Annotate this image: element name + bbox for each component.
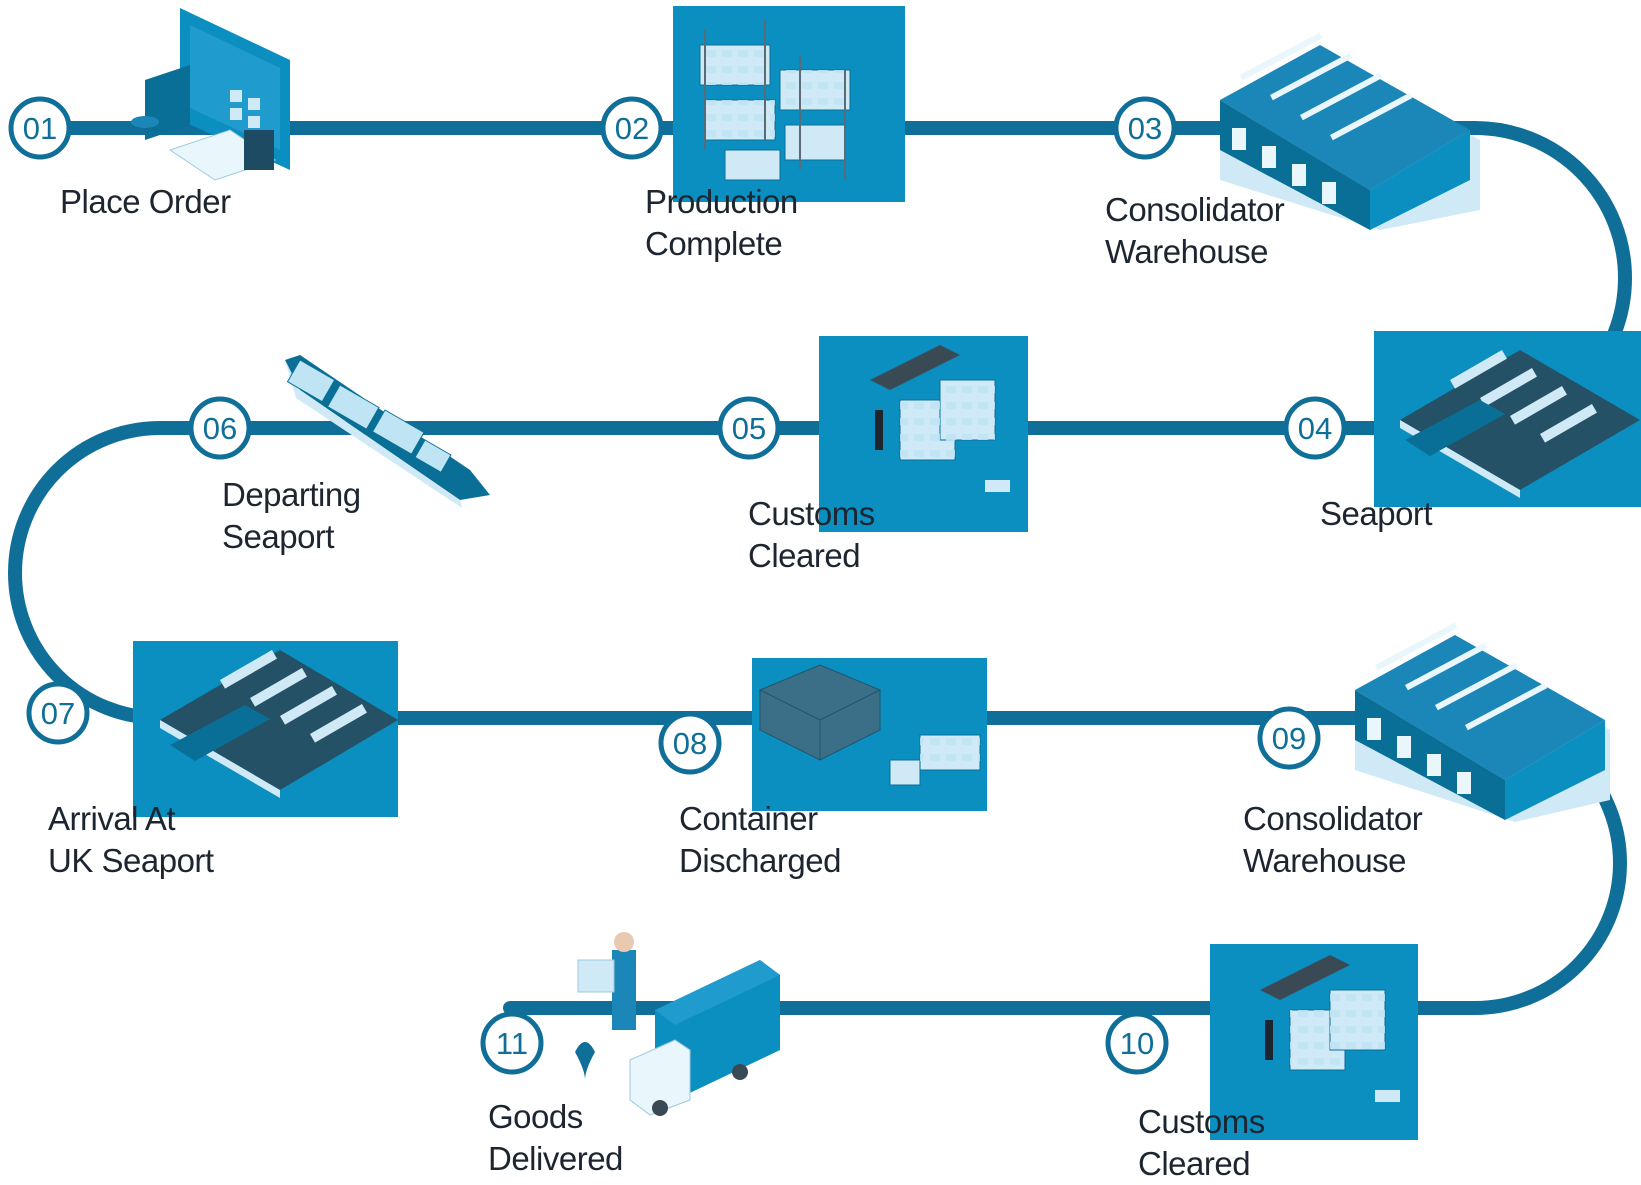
seaport-icon	[1374, 331, 1641, 507]
step-label-line: Cleared	[748, 537, 861, 574]
step-circle-05	[717, 396, 781, 460]
step-label-line: UK Seaport	[48, 842, 214, 879]
step-circle-02	[600, 96, 664, 160]
step-label-line: Goods	[488, 1098, 583, 1135]
step-label-line: Container	[679, 800, 818, 837]
warehouse-icon-2	[1355, 622, 1610, 822]
step-number-05: 05	[732, 411, 766, 446]
online-order-icon	[131, 8, 290, 181]
step-label-line: Complete	[645, 225, 783, 262]
warehouse-icon	[1220, 32, 1480, 230]
step-label-line: Discharged	[679, 842, 841, 879]
step-label-line: Arrival At	[48, 800, 176, 837]
step-circle-03	[1113, 96, 1177, 160]
step-label-line: Consolidator	[1105, 191, 1285, 228]
step-circle-01	[8, 96, 72, 160]
step-label-line: Customs	[748, 495, 875, 532]
step-markers: 01 02 03 04 05 06 07 08 09 10 11	[8, 96, 1347, 1075]
step-label-07: Arrival At UK Seaport	[48, 798, 214, 882]
step-number-03: 03	[1128, 111, 1162, 146]
step-circle-11	[480, 1011, 544, 1075]
seaport-icon-uk	[133, 641, 398, 817]
step-label-08: Container Discharged	[679, 798, 841, 882]
step-label-line: Production	[645, 183, 798, 220]
step-label-line: Delivered	[488, 1140, 623, 1177]
step-label-06: Departing Seaport	[222, 474, 361, 558]
step-label-line: Seaport	[1320, 495, 1433, 532]
delivery-truck-icon	[575, 932, 780, 1116]
step-label-01: Place Order	[60, 181, 231, 223]
customs-icon	[819, 336, 1028, 532]
step-label-05: Customs Cleared	[748, 493, 875, 577]
step-circle-07	[26, 681, 90, 745]
step-label-line: Place Order	[60, 183, 231, 220]
step-circle-08	[658, 711, 722, 775]
step-label-line: Customs	[1138, 1103, 1265, 1140]
step-number-09: 09	[1272, 721, 1306, 756]
step-label-02: Production Complete	[645, 181, 798, 265]
step-label-09: Consolidator Warehouse	[1243, 798, 1423, 882]
step-label-11: Goods Delivered	[488, 1096, 623, 1180]
step-number-08: 08	[673, 726, 707, 761]
step-number-06: 06	[203, 411, 237, 446]
step-label-04: Seaport	[1320, 493, 1433, 535]
container-discharge-icon	[752, 658, 987, 811]
step-number-07: 07	[41, 696, 75, 731]
step-number-01: 01	[23, 111, 57, 146]
step-label-line: Warehouse	[1105, 233, 1269, 270]
step-circle-06	[188, 396, 252, 460]
step-number-11: 11	[496, 1026, 528, 1061]
step-number-04: 04	[1298, 411, 1332, 446]
step-number-10: 10	[1120, 1026, 1154, 1061]
route-path	[8, 121, 1632, 1015]
step-circle-04	[1283, 396, 1347, 460]
step-label-line: Consolidator	[1243, 800, 1423, 837]
step-label-line: Warehouse	[1243, 842, 1407, 879]
step-number-02: 02	[615, 111, 649, 146]
production-shelves-icon	[673, 6, 905, 202]
step-label-line: Seaport	[222, 518, 335, 555]
step-label-10: Customs Cleared	[1138, 1101, 1265, 1185]
customs-icon-2	[1210, 944, 1418, 1140]
step-circle-10	[1105, 1011, 1169, 1075]
step-circle-09	[1257, 706, 1321, 770]
container-ship-icon	[285, 355, 490, 508]
step-label-line: Departing	[222, 476, 361, 513]
step-label-line: Cleared	[1138, 1145, 1251, 1182]
step-label-03: Consolidator Warehouse	[1105, 189, 1285, 273]
